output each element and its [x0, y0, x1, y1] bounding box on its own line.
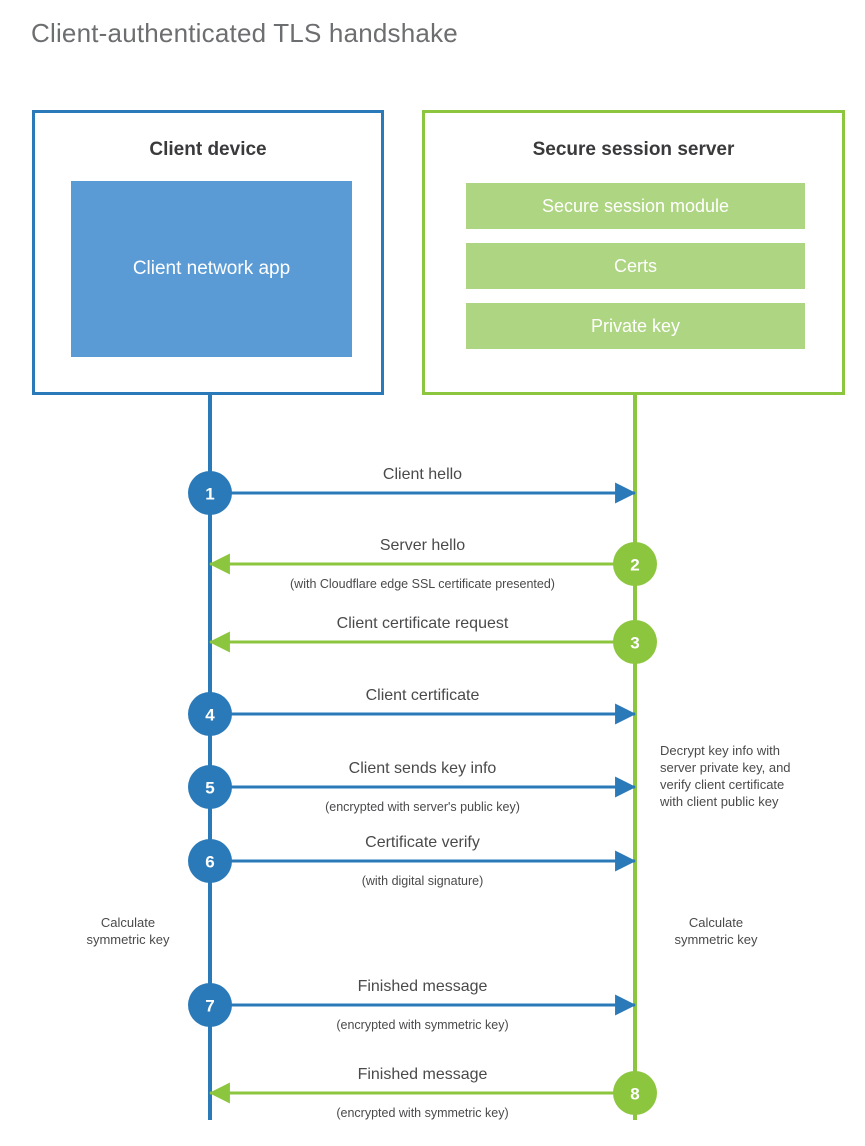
step-circle-8 [613, 1071, 657, 1115]
step-number-8: 8 [630, 1085, 639, 1104]
message-label-2: Server hello [380, 537, 465, 554]
step-marker-2: 2 [613, 542, 657, 586]
step-marker-1: 1 [188, 471, 232, 515]
message-label-6: Certificate verify [365, 834, 480, 851]
step-marker-6: 6 [188, 839, 232, 883]
step-number-4: 4 [205, 706, 215, 725]
client-network-app-block: Client network app [71, 181, 352, 357]
step-number-1: 1 [205, 485, 214, 504]
step-marker-3: 3 [613, 620, 657, 664]
step-marker-8: 8 [613, 1071, 657, 1115]
step-circle-5 [188, 765, 232, 809]
message-label-1: Client hello [383, 466, 462, 483]
page-title: Client-authenticated TLS handshake [31, 18, 458, 48]
secure-session-server-box: Secure session server Secure session mod… [422, 110, 845, 395]
message-label-3: Client certificate request [337, 615, 509, 632]
client-device-title: Client device [149, 139, 267, 160]
step-marker-5: 5 [188, 765, 232, 809]
message-label-4: Client certificate [366, 687, 480, 704]
message-sublabel-8: (encrypted with symmetric key) [336, 1106, 508, 1120]
secure-session-server-title: Secure session server [532, 139, 735, 160]
server-module-item: Private key [466, 303, 805, 349]
step-number-3: 3 [630, 634, 639, 653]
lifelines [208, 395, 637, 1120]
step-number-2: 2 [630, 556, 639, 575]
server-module-item: Certs [466, 243, 805, 289]
step-number-5: 5 [205, 779, 214, 798]
step-circle-1 [188, 471, 232, 515]
message-sublabel-7: (encrypted with symmetric key) [336, 1018, 508, 1032]
step-circle-3 [613, 620, 657, 664]
step-circle-7 [188, 983, 232, 1027]
step-marker-7: 7 [188, 983, 232, 1027]
message-label-5: Client sends key info [349, 760, 497, 777]
step-circle-4 [188, 692, 232, 736]
server-module-item: Secure session module [466, 183, 805, 229]
step-circle-6 [188, 839, 232, 883]
message-sublabel-6: (with digital signature) [362, 874, 484, 888]
step-marker-4: 4 [188, 692, 232, 736]
message-sublabel-5: (encrypted with server's public key) [325, 800, 520, 814]
client-device-box: Client device Client network app [32, 110, 384, 395]
message-label-8: Finished message [358, 1066, 488, 1083]
step-number-7: 7 [205, 997, 214, 1016]
message-sublabel-2: (with Cloudflare edge SSL certificate pr… [290, 577, 555, 591]
server-module-list: Secure session module Certs Private key [466, 183, 805, 349]
step-circle-2 [613, 542, 657, 586]
step-number-6: 6 [205, 853, 214, 872]
message-label-7: Finished message [358, 978, 488, 995]
step-markers: 1 2 3 4 5 6 7 8 [188, 471, 657, 1115]
